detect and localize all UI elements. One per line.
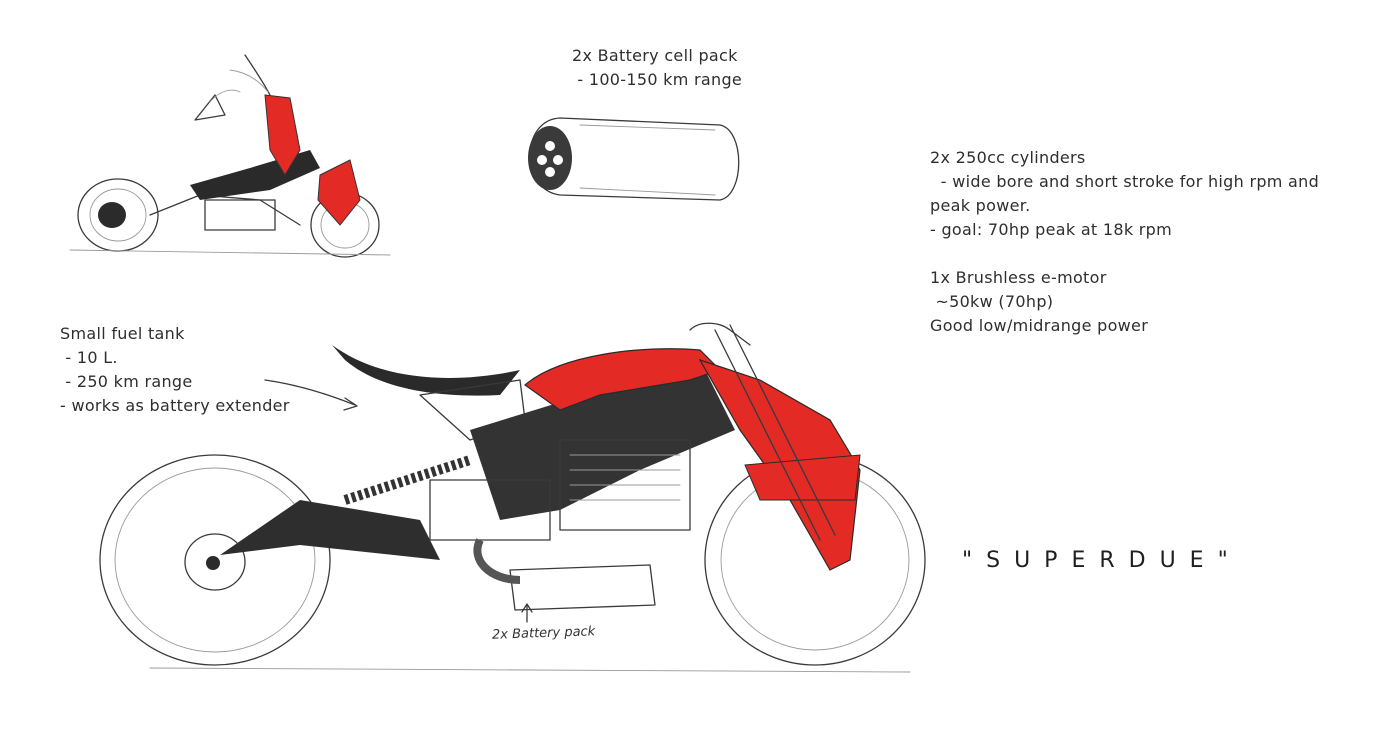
- main-motorcycle-sketch: [99, 322, 926, 673]
- small-motorcycle-sketch: [69, 54, 391, 258]
- battery-cell-pack-sketch: [528, 117, 740, 201]
- emotor-note: 1x Brushless e-motor ~50kw (70hp) Good l…: [930, 268, 1149, 335]
- battery-cell-pack-note: 2x Battery cell pack - 100-150 km range: [572, 46, 743, 89]
- cylinders-note: 2x 250cc cylinders - wide bore and short…: [930, 148, 1320, 239]
- design-title: "SUPERDUE": [962, 548, 1242, 573]
- fuel-tank-note: Small fuel tank - 10 L. - 250 km range -…: [60, 324, 290, 415]
